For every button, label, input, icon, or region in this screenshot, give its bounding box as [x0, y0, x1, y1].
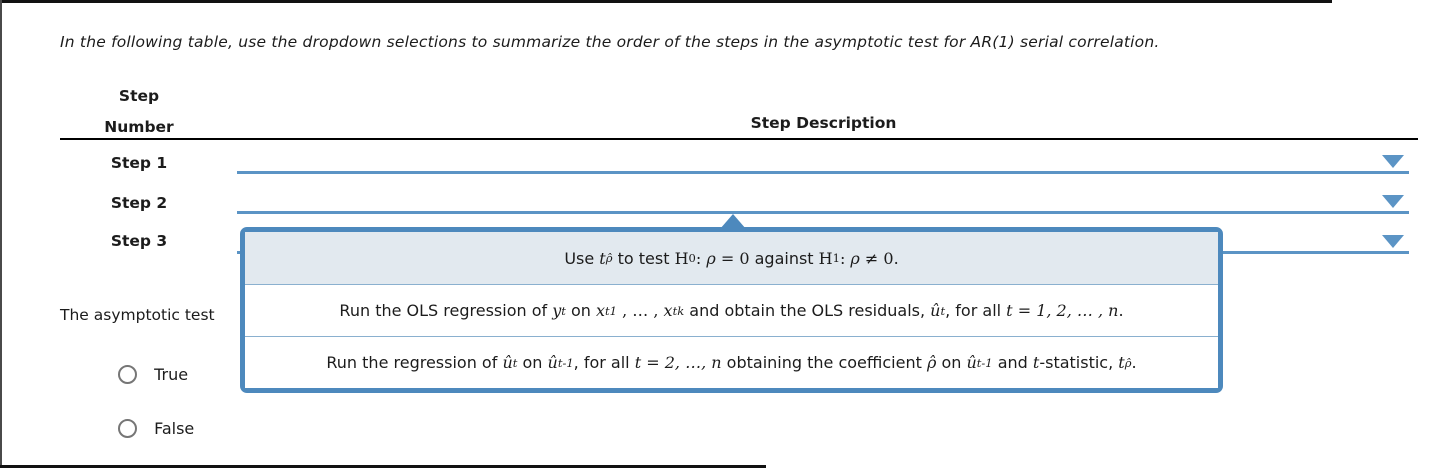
- text-segment: .: [1118, 301, 1124, 320]
- text-segment: t: [599, 248, 606, 268]
- step-3-dropdown-arrow-icon[interactable]: [1382, 235, 1404, 248]
- text-segment: t: [1032, 353, 1040, 372]
- true-false-statement-partial: The asymptotic test: [60, 306, 215, 324]
- window-top-border: [0, 0, 1332, 3]
- table-header-rule: [60, 138, 1418, 140]
- text-segment: ρ: [706, 248, 716, 268]
- text-segment: =: [641, 353, 665, 372]
- text-segment: -statistic,: [1039, 353, 1119, 372]
- radio-true-circle-icon[interactable]: [118, 365, 137, 384]
- text-segment: t: [1006, 301, 1013, 320]
- text-segment: 1, 2, … , n: [1036, 301, 1119, 320]
- text-segment: Use: [564, 248, 600, 268]
- radio-option-true[interactable]: True: [118, 364, 188, 386]
- text-segment: ρ̂: [926, 353, 937, 372]
- step-3-label: Step 3: [110, 232, 168, 250]
- text-segment: against: [749, 248, 819, 268]
- text-segment: on: [517, 353, 548, 372]
- text-segment: , for all: [945, 301, 1007, 320]
- column-header-step-number-line1: Step: [118, 87, 160, 105]
- text-segment: to test: [612, 248, 675, 268]
- radio-option-false[interactable]: False: [118, 418, 194, 440]
- text-segment: :: [695, 248, 707, 268]
- radio-true-label[interactable]: True: [154, 365, 189, 384]
- text-segment: Run the OLS regression of: [339, 301, 553, 320]
- text-segment: , for all: [573, 353, 635, 372]
- text-segment: on: [936, 353, 967, 372]
- text-segment: û: [930, 301, 941, 320]
- column-header-step-number: Step Number: [78, 81, 200, 143]
- text-segment: , … ,: [617, 301, 664, 320]
- text-segment: H: [674, 248, 689, 268]
- text-segment: x: [596, 301, 606, 320]
- step-1-label: Step 1: [110, 154, 168, 172]
- text-segment: obtaining the coefficient: [721, 353, 927, 372]
- text-segment: Run the regression of: [326, 353, 503, 372]
- text-segment: ρ: [850, 248, 860, 268]
- text-segment: û: [502, 353, 513, 372]
- text-segment: t: [1118, 353, 1125, 372]
- text-segment: x: [663, 301, 673, 320]
- window-bottom-border: [0, 465, 766, 468]
- text-segment: and obtain the OLS residuals,: [684, 301, 931, 320]
- radio-false-label[interactable]: False: [154, 419, 195, 438]
- text-segment: û: [966, 353, 977, 372]
- text-segment: .: [1131, 353, 1137, 372]
- text-segment: ≠ 0.: [859, 248, 899, 268]
- step-2-dropdown-select[interactable]: [237, 211, 1409, 214]
- step-2-dropdown-arrow-icon[interactable]: [1382, 195, 1404, 208]
- step-2-label: Step 2: [110, 194, 168, 212]
- text-segment: :: [839, 248, 851, 268]
- column-header-step-description: Step Description: [750, 114, 897, 132]
- text-segment: H: [818, 248, 833, 268]
- question-instruction: In the following table, use the dropdown…: [60, 33, 1160, 51]
- text-segment: and: [992, 353, 1033, 372]
- text-segment: 2, …, n: [664, 353, 722, 372]
- text-segment: =: [1012, 301, 1037, 320]
- text-segment: on: [565, 301, 597, 320]
- radio-false-circle-icon[interactable]: [118, 419, 137, 438]
- dropdown-menu-pointer-icon: [720, 214, 746, 229]
- text-segment: t: [634, 353, 642, 372]
- text-segment: = 0: [715, 248, 750, 268]
- text-segment: û: [547, 353, 558, 372]
- step-1-dropdown-select[interactable]: [237, 171, 1409, 174]
- text-segment: y: [552, 301, 562, 320]
- window-left-border: [0, 0, 2, 468]
- step-1-dropdown-arrow-icon[interactable]: [1382, 155, 1404, 168]
- column-header-step-number-line2: Number: [104, 118, 174, 136]
